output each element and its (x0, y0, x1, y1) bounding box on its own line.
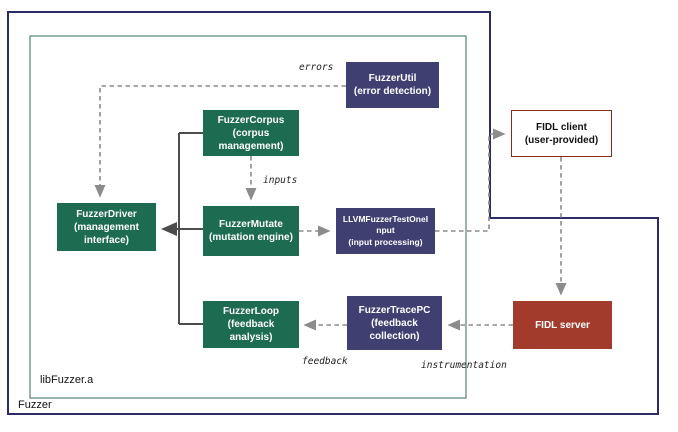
edge-label-instrumentation: instrumentation (421, 360, 507, 371)
edge-driver-tree (178, 132, 203, 325)
node-fuzzer-trace-pc: FuzzerTracePC (feedback collection) (347, 296, 442, 350)
edge-testoneinput-to-client (435, 128, 506, 232)
node-subtitle: (corpus management) (218, 127, 284, 152)
node-subtitle: (user-provided) (524, 134, 599, 146)
node-fuzzer-driver: FuzzerDriver (management interface) (57, 203, 156, 251)
node-title: FuzzerDriver (76, 208, 137, 220)
edge-errors (94, 85, 346, 198)
node-fuzzer-mutate: FuzzerMutate (mutation engine) (203, 206, 299, 256)
node-title: FuzzerTracePC (358, 304, 431, 316)
node-title: FuzzerUtil (368, 73, 417, 84)
node-title: FIDL server (535, 319, 590, 331)
node-subtitle: (mutation engine) (209, 232, 293, 243)
node-subtitle: (management interface) (73, 221, 139, 246)
fuzzer-boundary (7, 11, 659, 415)
node-title: FuzzerMutate (219, 219, 283, 230)
edge-label-feedback: feedback (302, 356, 348, 367)
libfuzzer-label: libFuzzer.a (40, 374, 94, 386)
edge-label-inputs: inputs (263, 175, 298, 186)
node-fuzzer-corpus: FuzzerCorpus (corpus management) (203, 110, 299, 156)
fuzzer-label: Fuzzer (18, 399, 52, 411)
node-fuzzer-util: FuzzerUtil (error detection) (346, 62, 439, 108)
node-fuzzer-loop: FuzzerLoop (feedback analysis) (203, 301, 299, 348)
node-title: LLVMFuzzerTestOneInput (342, 214, 429, 236)
node-title: FIDL client (536, 121, 587, 133)
node-llvm-fuzzer-test-one-input: LLVMFuzzerTestOneInput (input processing… (336, 208, 435, 254)
node-title: FuzzerCorpus (217, 114, 285, 126)
node-title: FuzzerLoop (222, 306, 280, 317)
edge-label-errors: errors (299, 62, 334, 73)
node-fidl-client: FIDL client (user-provided) (511, 110, 612, 157)
node-subtitle: (feedback collection) (369, 317, 420, 342)
node-subtitle: (feedback analysis) (227, 319, 275, 343)
node-fidl-server: FIDL server (513, 301, 612, 349)
node-subtitle: (input processing) (348, 236, 423, 247)
libfuzzer-boundary (29, 35, 467, 399)
node-subtitle: (error detection) (353, 86, 432, 97)
